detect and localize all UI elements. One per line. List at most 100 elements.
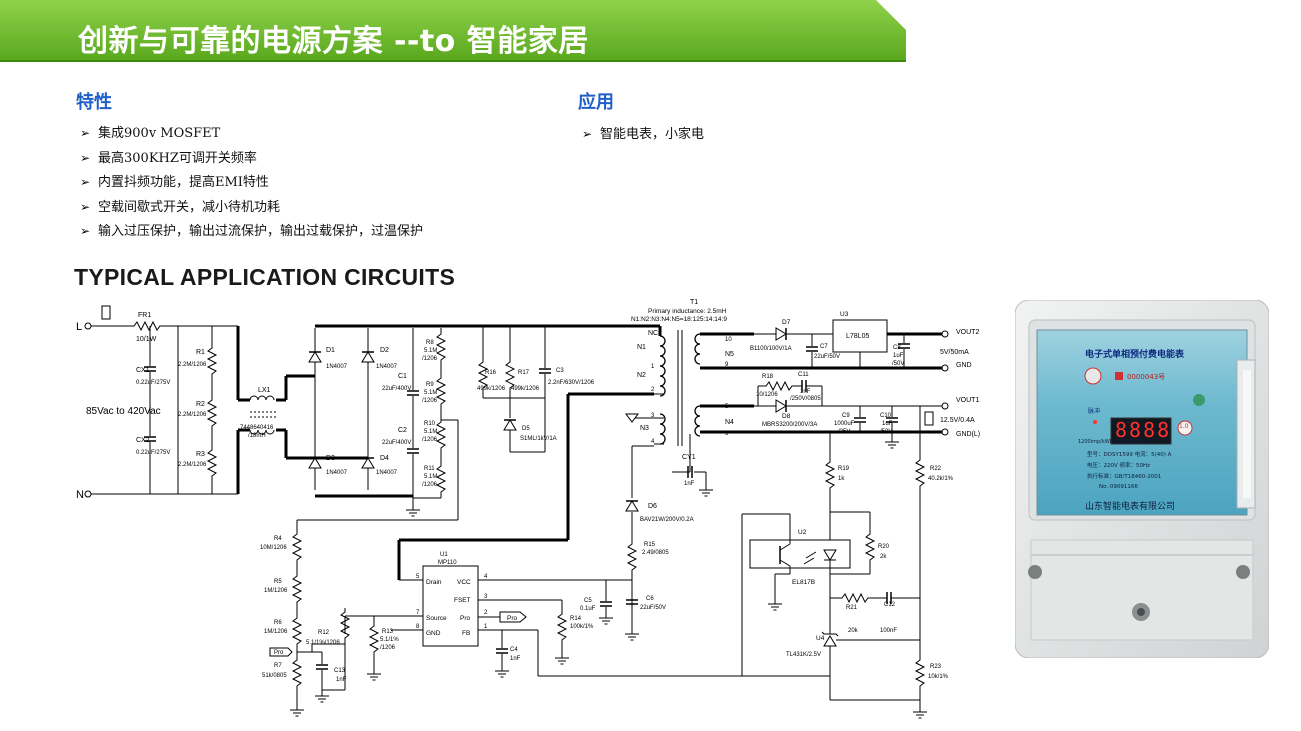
svg-text:5.1/1%/1206: 5.1/1%/1206 (306, 640, 340, 646)
svg-text:2.2M/1206: 2.2M/1206 (178, 362, 207, 368)
svg-text:BAV21W/200V/0.2A: BAV21W/200V/0.2A (640, 517, 694, 523)
svg-text:1uF: 1uF (893, 353, 904, 359)
input-l-label: L (76, 321, 82, 333)
svg-text:VCC: VCC (457, 579, 471, 586)
arrow-bullet-icon: ➢ (80, 224, 91, 238)
svg-text:T1: T1 (690, 299, 698, 306)
svg-text:D2: D2 (380, 347, 389, 354)
applications-list: ➢智能电表，小家电 (582, 122, 704, 147)
applications-heading: 应用 (578, 92, 614, 113)
svg-text:9: 9 (725, 362, 729, 368)
svg-text:/1206: /1206 (422, 437, 438, 443)
svg-text:N2: N2 (637, 372, 646, 379)
list-item: ➢集成900v MOSFET (80, 121, 423, 146)
connector-icon (924, 411, 934, 426)
svg-text:5: 5 (416, 574, 420, 580)
svg-text:0.22uF/275V: 0.22uF/275V (136, 450, 170, 456)
svg-text:R20: R20 (878, 544, 890, 550)
svg-text:0.22uF/275V: 0.22uF/275V (136, 380, 170, 386)
svg-text:C7: C7 (820, 344, 828, 350)
svg-text:Primary inductance: 2.5mH: Primary inductance: 2.5mH (648, 308, 727, 315)
svg-text:C1: C1 (398, 373, 407, 380)
svg-text:GND: GND (426, 630, 441, 637)
optocoupler-icon (749, 514, 851, 575)
svg-text:2: 2 (484, 610, 488, 616)
svg-text:1M/1206: 1M/1206 (264, 629, 288, 635)
svg-text:12.5V/0.4A: 12.5V/0.4A (940, 417, 975, 424)
svg-text:C9: C9 (842, 413, 850, 419)
arrow-bullet-icon: ➢ (80, 175, 91, 189)
svg-text:U4: U4 (816, 635, 825, 642)
svg-text:N1:N2:N3:N4:N5=18:125:14:14:9: N1:N2:N3:N4:N5=18:125:14:14:9 (631, 316, 727, 323)
svg-text:5.1M: 5.1M (424, 429, 437, 435)
svg-text:R19: R19 (838, 466, 850, 472)
svg-text:6: 6 (725, 431, 729, 437)
input-n-label: N (76, 489, 84, 501)
svg-text:C2: C2 (398, 427, 407, 434)
pro-net-flag (499, 611, 527, 623)
svg-text:22uF/50V: 22uF/50V (640, 605, 666, 611)
svg-text:1: 1 (484, 624, 488, 630)
meter-cert: 0000043号 (1127, 373, 1166, 381)
thick-wires (236, 324, 942, 580)
svg-text:R6: R6 (274, 620, 282, 626)
svg-text:7: 7 (416, 610, 420, 616)
svg-text:FR1: FR1 (138, 312, 151, 319)
svg-text:1uF: 1uF (882, 421, 893, 427)
fuse-icon (101, 305, 111, 320)
svg-text:C3: C3 (556, 368, 564, 374)
arrow-bullet-icon: ➢ (80, 150, 91, 165)
title-banner: 创新与可靠的电源方案 --to 智能家居 (0, 0, 1301, 62)
svg-text:D1: D1 (326, 347, 335, 354)
svg-text:R3: R3 (196, 451, 205, 458)
svg-text:22uF/400V: 22uF/400V (382, 440, 411, 446)
svg-text:/250V/0805: /250V/0805 (790, 396, 821, 402)
svg-text:C13: C13 (334, 668, 346, 674)
application-circuit-schematic: L N 85Vac to 420Vac FR1 10/1W CX1 0.22uF… (76, 299, 980, 719)
svg-text:N1: N1 (637, 344, 646, 351)
svg-text:Drain: Drain (426, 579, 442, 586)
input-range-label: 85Vac to 420Vac (86, 406, 161, 417)
svg-text:499k/1206: 499k/1206 (477, 386, 506, 392)
svg-text:5V/50mA: 5V/50mA (940, 349, 969, 356)
meter-pulse-label: 脉冲 (1088, 408, 1101, 415)
meter-spec-1: 型号：DDSY1599 电流：5(40) A (1087, 452, 1172, 458)
meter-class: 1.0 (1179, 423, 1189, 430)
meter-title: 电子式单相预付费电能表 (1085, 350, 1185, 360)
svg-text:/1206: /1206 (422, 482, 438, 488)
svg-text:S1ML/1kV/1A: S1ML/1kV/1A (520, 436, 557, 442)
svg-text:GND(L): GND(L) (956, 431, 980, 438)
meter-serial: No. 09091166 (1099, 484, 1138, 490)
svg-text:4: 4 (484, 574, 488, 580)
svg-text:U1: U1 (440, 552, 448, 558)
svg-text:8: 8 (416, 624, 420, 630)
svg-text:2k: 2k (880, 554, 887, 560)
svg-text:R8: R8 (426, 340, 434, 346)
svg-text:1nF: 1nF (684, 481, 695, 487)
banner-background (0, 0, 906, 62)
svg-text:1nF: 1nF (800, 389, 811, 395)
regulator-ic (832, 319, 888, 353)
svg-text:EL817B: EL817B (792, 579, 815, 586)
svg-text:5.1/1%: 5.1/1% (380, 637, 399, 643)
arrow-bullet-icon: ➢ (582, 127, 593, 141)
svg-text:/50V: /50V (880, 429, 892, 435)
svg-text:C12: C12 (884, 602, 896, 608)
svg-text:10k/1%: 10k/1% (928, 674, 949, 680)
svg-text:/25V: /25V (838, 429, 850, 435)
svg-text:/50V: /50V (892, 361, 904, 367)
svg-text:40.2k/1%: 40.2k/1% (928, 476, 954, 482)
svg-text:Source: Source (426, 615, 447, 622)
svg-text:NC: NC (648, 330, 658, 337)
svg-text:/18mH: /18mH (248, 433, 266, 439)
meter-illustration (1014, 299, 1270, 659)
svg-text:20k: 20k (848, 628, 859, 634)
svg-text:TL431K/2.5V: TL431K/2.5V (786, 652, 821, 658)
svg-text:R9: R9 (426, 382, 434, 388)
svg-text:L78L05: L78L05 (846, 333, 869, 340)
svg-text:Pro: Pro (460, 615, 471, 622)
svg-text:U2: U2 (798, 529, 807, 536)
svg-text:51k/0805: 51k/0805 (262, 673, 287, 679)
svg-text:FB: FB (462, 630, 470, 637)
svg-text:R10: R10 (424, 421, 436, 427)
